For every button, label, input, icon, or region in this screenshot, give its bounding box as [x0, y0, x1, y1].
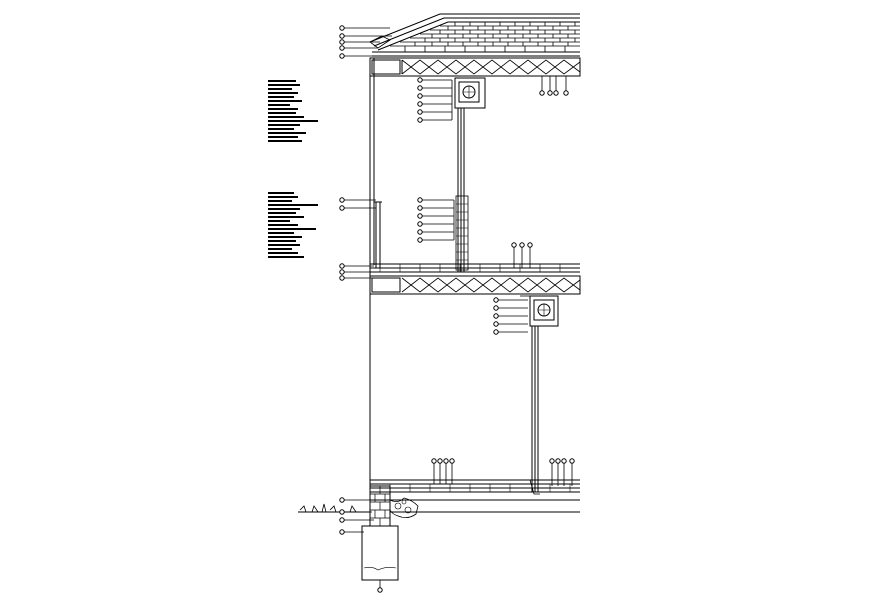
callouts-roof-left: [344, 27, 392, 57]
callout-markers-upper-window: [417, 77, 423, 123]
callout-markers-mid-left: [339, 197, 345, 281]
callouts-sill: [422, 199, 455, 241]
foundation: [361, 485, 419, 581]
exterior-wall: [369, 58, 375, 490]
callouts-lower-header: [498, 295, 530, 333]
upper-joist-band: [369, 57, 581, 77]
callouts-roof-right: [541, 76, 567, 92]
mid-floor-slab: [369, 263, 581, 295]
callout-markers-lower-header: [493, 297, 499, 335]
callouts-mid-floor-top: [513, 246, 531, 268]
lower-window-header: [529, 295, 559, 327]
callout-markers-roof-left: [339, 25, 345, 59]
notes-block-upper: [268, 80, 318, 142]
lower-window: [529, 326, 540, 495]
callout-markers-ground-slab: [431, 458, 575, 464]
callouts-mid-left: [344, 199, 376, 279]
notes-block-lower: [268, 192, 318, 258]
ground-floor-slab: [370, 479, 580, 513]
upper-interior-trim: [374, 201, 382, 268]
callout-markers-sill: [417, 197, 423, 243]
callouts-upper-window: [422, 79, 453, 121]
upper-window: [455, 108, 469, 272]
callouts-ground-slab: [433, 462, 573, 486]
callout-markers-mid-floor-top: [511, 242, 533, 248]
callout-markers-foundation: [339, 497, 383, 593]
callouts-foundation: [344, 499, 381, 588]
callout-markers-roof-right: [539, 90, 569, 96]
roof-assembly: [369, 13, 580, 57]
grade-line: [298, 503, 370, 513]
upper-window-header: [454, 77, 486, 109]
